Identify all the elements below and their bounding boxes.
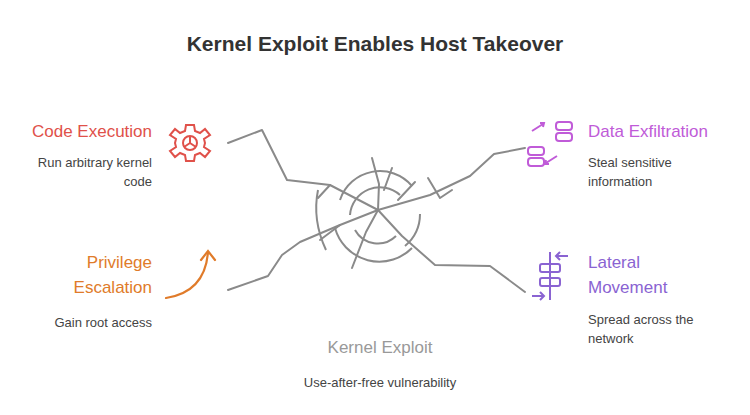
gear-icon [170, 125, 210, 161]
item-description: Run arbitrary kernel code [8, 153, 152, 191]
center-heading: Kernel Exploit [240, 335, 520, 360]
movement-icon [532, 252, 568, 300]
item-heading: Privilege Escalation [8, 250, 152, 300]
item-description: Spread across the network [588, 310, 713, 348]
crack-lines [228, 130, 525, 292]
cracked-sphere [316, 171, 420, 262]
item-description: Steal sensitive information [588, 153, 713, 191]
item-heading: Data Exfiltration [588, 119, 743, 144]
center-description: Use-after-free vulnerability [240, 373, 520, 392]
database-icon [528, 122, 572, 166]
diagram-title: Kernel Exploit Enables Host Takeover [0, 30, 750, 58]
escalation-arrow [166, 251, 215, 298]
item-heading: Lateral Movement [588, 250, 708, 300]
item-description: Gain root access [8, 313, 152, 332]
item-heading: Code Execution [8, 119, 152, 144]
